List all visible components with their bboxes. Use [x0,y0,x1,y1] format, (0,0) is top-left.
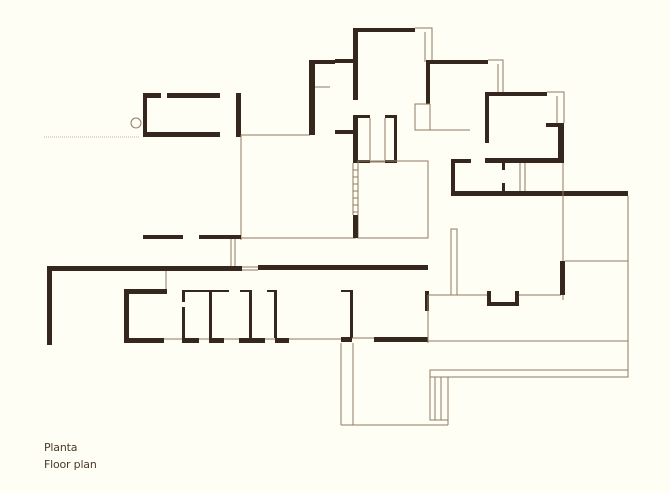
living-terrace [340,260,629,426]
caption-title-spanish: Planta [44,441,78,454]
central-block [335,59,458,296]
caption-title-english: Floor plan [44,458,97,471]
courtyard-lines [143,134,356,268]
north-rooms [309,27,629,376]
freestanding-wall [236,93,241,137]
entry-pavilion [44,93,220,138]
entry-marker-icon [130,117,142,129]
bedroom-wing [47,265,429,345]
